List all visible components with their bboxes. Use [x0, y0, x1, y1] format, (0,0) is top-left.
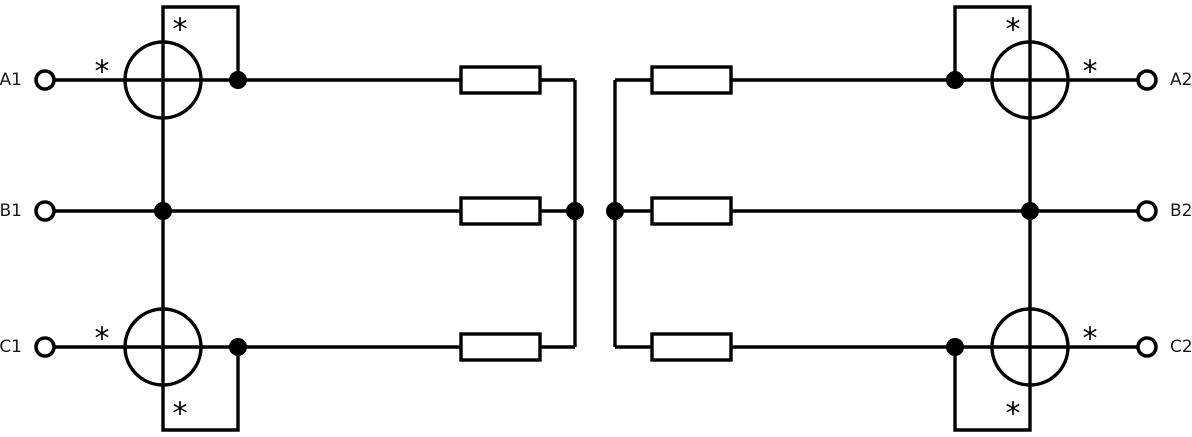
junction-b1	[154, 202, 172, 220]
resistor-mid-right[interactable]	[650, 196, 733, 226]
winding-c2	[990, 307, 1070, 387]
junction-c2	[946, 338, 964, 356]
terminal-ring-c1[interactable]	[34, 336, 56, 358]
resistor-top-right[interactable]	[650, 65, 733, 95]
junction-b2	[1021, 202, 1039, 220]
junction-bus-right	[606, 202, 624, 220]
polarity-mark-c2-bracket: *	[1006, 397, 1021, 432]
bracket-winding-c1	[161, 347, 240, 432]
terminal-label-a1: A1	[0, 70, 22, 90]
winding-a1	[123, 40, 203, 120]
terminal-label-b1: B1	[0, 201, 22, 221]
winding-a2	[990, 40, 1070, 120]
terminal-ring-b1[interactable]	[34, 200, 56, 222]
terminal-ring-c2[interactable]	[1136, 336, 1158, 358]
terminal-ring-b2[interactable]	[1136, 200, 1158, 222]
terminal-label-a2: A2	[1170, 70, 1192, 90]
terminal-ring-a1[interactable]	[34, 69, 56, 91]
terminal-label-b2: B2	[1170, 201, 1192, 221]
terminal-label-c1: C1	[0, 337, 22, 357]
resistor-bottom-left[interactable]	[459, 332, 542, 362]
bracket-winding-c2	[953, 347, 1032, 432]
polarity-mark-a1-line: *	[95, 55, 110, 90]
terminal-label-c2: C2	[1170, 337, 1192, 357]
polarity-mark-c1-bracket: *	[173, 397, 188, 432]
polarity-mark-a2-line: *	[1083, 55, 1098, 90]
resistor-top-left[interactable]	[459, 65, 542, 95]
winding-c1	[123, 307, 203, 387]
polarity-mark-a1-bracket: *	[173, 13, 188, 48]
resistor-bottom-right[interactable]	[650, 332, 733, 362]
polarity-mark-c2-line: *	[1083, 322, 1098, 357]
polarity-mark-c1-line: *	[95, 322, 110, 357]
junction-a1	[229, 71, 247, 89]
junction-a2	[946, 71, 964, 89]
terminal-ring-a2[interactable]	[1136, 69, 1158, 91]
resistor-mid-left[interactable]	[459, 196, 542, 226]
bracket-winding-a1	[161, 5, 240, 80]
junction-c1	[229, 338, 247, 356]
junction-bus-left	[566, 202, 584, 220]
polarity-mark-a2-bracket: *	[1006, 13, 1021, 48]
bracket-winding-a2	[953, 5, 1032, 80]
